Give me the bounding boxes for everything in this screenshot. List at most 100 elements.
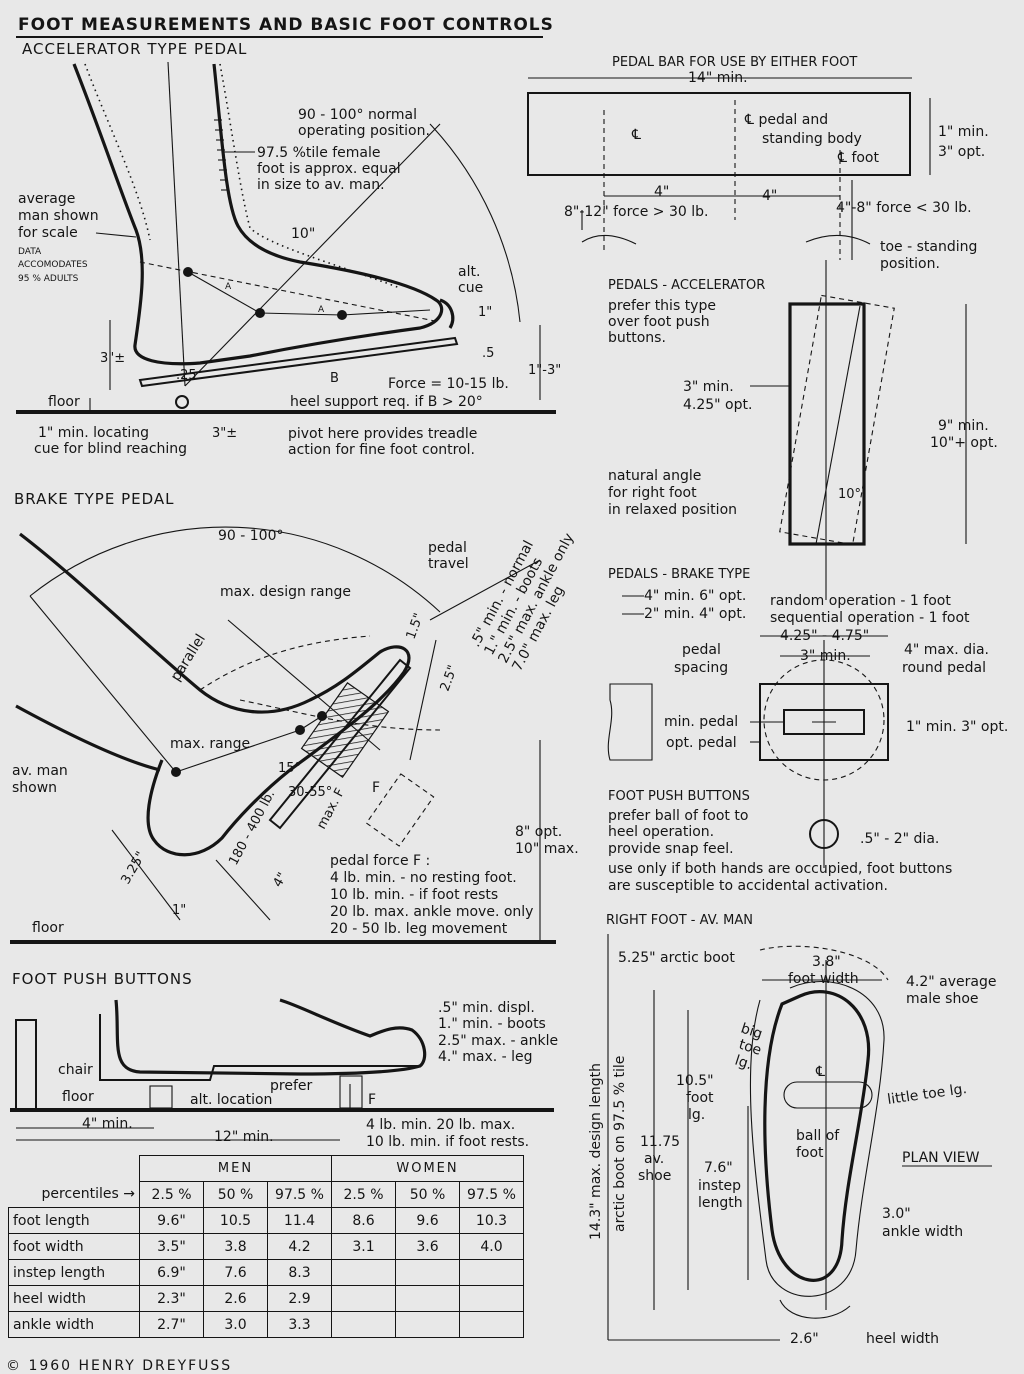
- female-note-2: foot is approx. equal: [257, 161, 401, 177]
- brake-floor-label: floor: [32, 920, 64, 936]
- pedal-force-2: 4 lb. min. - no resting foot.: [330, 870, 517, 886]
- normal-position-label: 90 - 100° normal: [298, 107, 417, 123]
- pedal-bar-cl-label: ℄: [631, 127, 641, 143]
- arctic-boot-label: 5.25" arctic boot: [618, 950, 735, 966]
- dia-label-1: 4" max. dia.: [904, 642, 989, 658]
- brake-3-25-dim: [111, 829, 181, 921]
- cl-pedal-label-2: standing body: [762, 131, 862, 147]
- pedal-bar-four-a: 4": [654, 184, 669, 200]
- accelerator-plan-diagram: PEDALS - ACCELERATOR prefer this type ov…: [608, 260, 998, 600]
- push-button-left-diagram: FOOT PUSH BUTTONS .5" min. displ. 1." mi…: [10, 970, 558, 1150]
- table-cell: 3.3: [267, 1311, 332, 1338]
- pedal-bar-heading: PEDAL BAR FOR USE BY EITHER FOOT: [612, 55, 857, 70]
- brake-pedal-diagram: BRAKE TYPE PEDAL 90 - 100° pedal travel …: [10, 490, 579, 944]
- angle-note-3: in relaxed position: [608, 502, 737, 518]
- pedal-force-3: 10 lb. min. - if foot rests: [330, 887, 498, 903]
- row-label: heel width: [8, 1285, 140, 1312]
- table-cell: [459, 1259, 524, 1286]
- push-spec-1: .5" min. displ.: [438, 1000, 535, 1016]
- instep-2: instep: [698, 1178, 741, 1194]
- twelve-min-label: 12" min.: [214, 1129, 274, 1145]
- pedal-bar-force-right: 4"-8" force < 30 lb.: [836, 200, 972, 216]
- pedal-bar-rect: [527, 92, 911, 176]
- accel-length-2: 10"+ opt.: [930, 435, 998, 451]
- avg-man-label-1: average: [18, 191, 75, 207]
- spacing-b-label: 2" min. 4" opt.: [644, 606, 746, 622]
- angle-note-1: natural angle: [608, 468, 701, 484]
- weight-label: 180 - 400 lb.: [226, 788, 278, 868]
- angle-note-2: for right foot: [608, 485, 697, 501]
- locating-cue-1: 1" min. locating: [38, 425, 149, 441]
- range-label: 4.25" - 4.75": [780, 628, 869, 644]
- accel-width-2: 4.25" opt.: [683, 397, 752, 413]
- accelerator-link-c: [341, 309, 431, 316]
- pedal-spacing-1: pedal: [682, 642, 721, 658]
- copyright-notice: © 1960 HENRY DREYFUSS: [6, 1358, 233, 1374]
- avg-man-label-2: man shown: [18, 208, 99, 224]
- push-right-heading: FOOT PUSH BUTTONS: [608, 789, 750, 804]
- table-cell: 9.6": [139, 1207, 204, 1234]
- push-note-4: use only if both hands are occupied, foo…: [608, 861, 952, 877]
- table-cell: 6.9": [139, 1259, 204, 1286]
- table-cell: 2.3": [139, 1285, 204, 1312]
- pedal-force-4: 20 lb. max. ankle move. only: [330, 904, 533, 920]
- a-label-2: A: [318, 305, 325, 315]
- push-f-label: F: [368, 1092, 376, 1108]
- accelerator-link-b: [259, 312, 343, 316]
- opt-max-label-2: 10" max.: [515, 841, 579, 857]
- accelerator-angle-arc: [429, 123, 521, 323]
- ten-inch-label: 10": [291, 226, 315, 242]
- table-cell: 9.6: [395, 1207, 460, 1234]
- right-foot-heading: RIGHT FOOT - AV. MAN: [606, 913, 753, 928]
- sequential-operation-label: sequential operation - 1 foot: [770, 610, 970, 626]
- pedal-travel-label-1: pedal: [428, 540, 467, 556]
- table-cell: 10.3: [459, 1207, 524, 1234]
- a-label-1: A: [225, 282, 232, 292]
- accelerator-angle-line: [815, 305, 861, 545]
- brake-leg-lower: [15, 704, 161, 772]
- locating-cue-2: cue for blind reaching: [34, 441, 187, 457]
- table-group-row: MEN WOMEN: [9, 1155, 524, 1182]
- pedal-bar-height-1: 1" min.: [938, 124, 989, 140]
- brake-f-label: F: [372, 780, 380, 796]
- accel-prefer-3: buttons.: [608, 330, 666, 346]
- three-min-label: 3" min.: [800, 648, 851, 664]
- table-cell: 2.7": [139, 1311, 204, 1338]
- alt-location-label: alt. location: [190, 1092, 272, 1108]
- heel-width-label: heel width: [866, 1331, 939, 1347]
- one-inch-label: 1": [478, 305, 492, 320]
- percentile-header: 2.5 %: [139, 1181, 204, 1208]
- table-cell: 4.2: [267, 1233, 332, 1260]
- three-inch-label: 3"±: [100, 351, 125, 366]
- av-man-label-2: shown: [12, 780, 57, 796]
- pivot-note-2: action for fine foot control.: [288, 442, 475, 458]
- pedal-force-1: pedal force F :: [330, 853, 430, 869]
- accelerator-heading: ACCELERATOR TYPE PEDAL: [22, 40, 247, 58]
- max-range-label: max. range: [170, 736, 250, 752]
- opt-pedal-label: opt. pedal: [666, 735, 737, 751]
- brake-max-design-line: [227, 619, 381, 751]
- brake-left-pedal: [607, 683, 653, 761]
- accelerator-vertical-ref: [167, 61, 186, 387]
- b-angle-label: B: [330, 371, 339, 386]
- accelerator-ball-point: [255, 308, 265, 318]
- table-percentile-row: percentiles → 2.5 % 50 % 97.5 % 2.5 % 50…: [8, 1181, 524, 1208]
- table-cell: [331, 1285, 396, 1312]
- design-length-label: 14.3" max. design length: [588, 1063, 604, 1240]
- pedal-spacing-2: spacing: [674, 660, 728, 676]
- instep-1: 7.6": [704, 1160, 733, 1176]
- push-force-note-2: 10 lb. min. if foot rests.: [366, 1134, 529, 1150]
- push-note-3: provide snap feel.: [608, 841, 734, 857]
- push-note-2: heel operation.: [608, 824, 714, 840]
- three-25-label: 3.25": [118, 849, 148, 887]
- brake-range-ref: [29, 595, 175, 771]
- percentile-header: 97.5 %: [459, 1181, 524, 1208]
- percentile-header: 50 %: [395, 1181, 460, 1208]
- male-shoe-2: male shoe: [906, 991, 979, 1007]
- table-cell: 3.0: [203, 1311, 268, 1338]
- table-cell: 2.6: [203, 1285, 268, 1312]
- prefer-label: prefer: [270, 1078, 312, 1094]
- brake-heading: BRAKE TYPE PEDAL: [14, 490, 175, 508]
- toe-standing-1: toe - standing: [880, 239, 977, 255]
